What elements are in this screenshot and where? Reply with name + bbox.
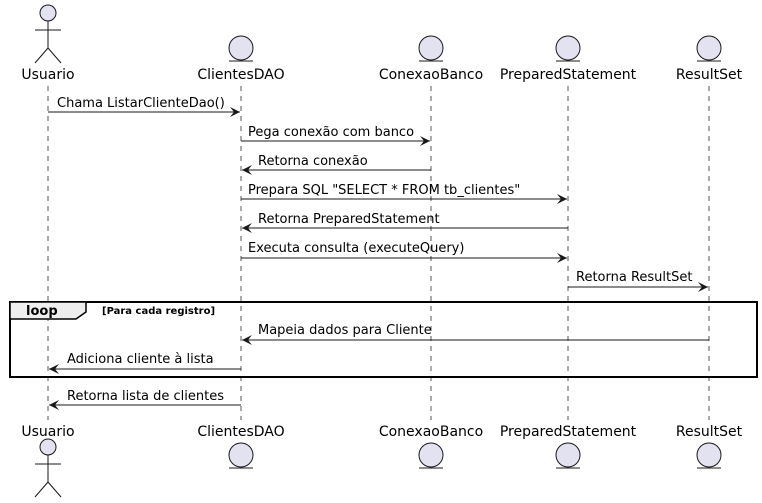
participant-label: ResultSet [676, 424, 743, 440]
entity-conexaobanco-bottom[interactable]: ConexaoBanco [379, 424, 483, 469]
participant-label: Usuario [21, 67, 74, 83]
messages: Chama ListarClienteDao() Pega conexão co… [48, 96, 709, 410]
participants-top: Usuario ClientesDAO ConexaoBanco Prepare… [21, 4, 743, 83]
participant-label: ConexaoBanco [379, 424, 483, 440]
loop-frame [9, 301, 758, 378]
entity-preparedstatement-bottom[interactable]: PreparedStatement [500, 424, 637, 469]
message-label: Pega conexão com banco [248, 125, 414, 140]
stick-figure-icon [34, 4, 62, 64]
actor-usuario-bottom[interactable]: Usuario [21, 424, 75, 498]
entity-icon [228, 35, 254, 62]
participant-label: ResultSet [676, 67, 743, 83]
entity-clientesdao-top[interactable]: ClientesDAO [197, 35, 285, 83]
participant-label: ClientesDAO [197, 424, 284, 440]
message: Retorna PreparedStatement [242, 212, 568, 233]
message-label: Retorna conexão [258, 154, 368, 169]
message: Executa consulta (executeQuery) [241, 241, 567, 263]
message-label: Chama ListarClienteDao() [57, 96, 225, 111]
participant-label: PreparedStatement [500, 67, 637, 83]
message: Retorna conexão [242, 154, 431, 175]
entity-preparedstatement-top[interactable]: PreparedStatement [500, 35, 637, 83]
message: Mapeia dados para Cliente [242, 323, 709, 345]
participant-label: ConexaoBanco [379, 67, 483, 83]
stick-figure-icon [34, 438, 62, 498]
entity-icon [555, 442, 581, 469]
loop-condition: [Para cada registro] [102, 306, 215, 317]
entity-resultset-bottom[interactable]: ResultSet [676, 424, 743, 469]
message-label: Retorna PreparedStatement [258, 212, 440, 227]
message-label: Prepara SQL "SELECT * FROM tb_clientes" [248, 183, 520, 198]
message: Retorna ResultSet [568, 270, 708, 292]
entity-icon [418, 442, 444, 469]
entity-resultset-top[interactable]: ResultSet [676, 35, 743, 83]
message-label: Retorna lista de clientes [67, 389, 224, 404]
participants-bottom: Usuario ClientesDAO ConexaoBanco [21, 424, 743, 498]
message-label: Retorna ResultSet [576, 270, 692, 285]
entity-icon [228, 442, 254, 469]
message: Pega conexão com banco [241, 125, 430, 146]
entity-clientesdao-bottom[interactable]: ClientesDAO [197, 424, 285, 469]
message: Retorna lista de clientes [49, 389, 241, 410]
participant-label: Usuario [21, 424, 74, 440]
entity-icon [418, 35, 444, 62]
entity-icon [555, 35, 581, 62]
message-label: Executa consulta (executeQuery) [248, 241, 464, 256]
loop-keyword: loop [26, 304, 58, 319]
loop-fragment: loop [Para cada registro] [9, 301, 758, 378]
message: Chama ListarClienteDao() [48, 96, 240, 117]
loop-tag-box [9, 301, 87, 320]
participant-label: ClientesDAO [197, 67, 284, 83]
message-label: Adiciona cliente à lista [67, 352, 214, 367]
message: Adiciona cliente à lista [49, 352, 241, 374]
message: Prepara SQL "SELECT * FROM tb_clientes" [241, 183, 567, 204]
entity-icon [696, 442, 722, 469]
participant-label: PreparedStatement [500, 424, 637, 440]
entity-conexaobanco-top[interactable]: ConexaoBanco [379, 35, 483, 83]
message-label: Mapeia dados para Cliente [258, 323, 432, 338]
entity-icon [696, 35, 722, 62]
actor-usuario-top[interactable]: Usuario [21, 4, 75, 83]
